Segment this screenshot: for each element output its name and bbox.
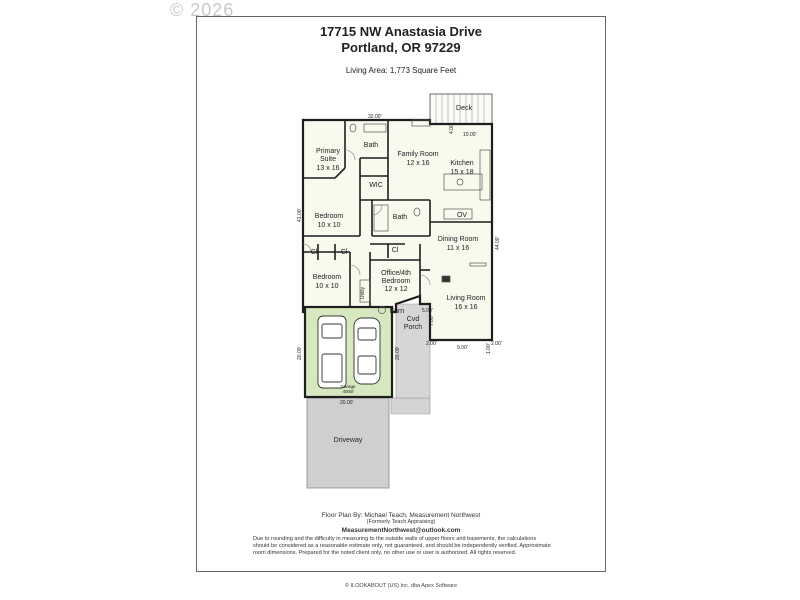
address-line-2: Portland, OR 97229: [341, 40, 461, 55]
dim-porch-a: 2.00': [426, 341, 437, 347]
bath-2-label: Bath: [393, 214, 408, 221]
utility-label: Utility: [360, 286, 366, 299]
garage-area-label: 400sf: [342, 389, 354, 394]
primary-suite-dimension: 13 x 16: [317, 165, 340, 172]
primary-suite-label-1: Primary: [316, 148, 341, 155]
dim-right-depth: 44.00': [495, 236, 501, 250]
office-label-1: Office/4th: [381, 270, 411, 277]
bedroom-3-label: Bedroom: [313, 274, 342, 281]
dim-garage-depth: 20.00': [297, 346, 303, 360]
credit-line-2: (Formerly Teach Appraising): [366, 519, 436, 525]
office-label-2: Bedroom: [382, 278, 411, 285]
living-room-dimension: 16 x 16: [455, 304, 478, 311]
cvd-porch-label-2: Porch: [404, 324, 422, 331]
kitchen-dimension: 15 x 18: [451, 169, 474, 176]
walkway-area: [390, 397, 431, 415]
credit-line-1: Floor Plan By: Michael Teach, Measuremen…: [321, 512, 481, 519]
dim-garage-depth-right: 20.00': [395, 346, 401, 360]
car-icon-sedan: [353, 317, 381, 385]
wic-label: WIC: [369, 182, 383, 189]
address-line-1: 17715 NW Anastasia Drive: [319, 24, 483, 39]
dim-deck-depth: 4.00': [449, 123, 455, 134]
furnace-symbol: [378, 306, 386, 314]
deck-label: Deck: [456, 105, 472, 112]
closet-label-3: Cl: [392, 247, 399, 254]
living-room-label: Living Room: [447, 295, 486, 302]
software-footer: © ILOOKABOUT (US) Inc. dba Apex Software: [344, 583, 458, 589]
doors: [302, 149, 431, 286]
family-room-label: Family Room: [397, 151, 438, 158]
dim-garage-width: 20.00': [340, 400, 354, 406]
dim-top-width: 32.00': [368, 114, 382, 120]
bath-1-label: Bath: [364, 142, 379, 149]
credit-email: MeasurementNorthwest@outlook.com: [341, 527, 461, 534]
walkway-strip: [395, 303, 431, 399]
cvd-porch-label-1: Cvd: [407, 316, 420, 323]
dim-step-b: 1.00': [486, 343, 492, 354]
bedroom-2-dimension: 10 x 10: [318, 222, 341, 229]
office-dimension: 12 x 12: [385, 286, 408, 293]
disclaimer: Due to rounding and the difficulty in me…: [253, 536, 551, 556]
dim-porch-b: 9.00': [457, 345, 468, 351]
living-area: Living Area: 1,773 Square Feet: [345, 66, 457, 75]
kitchen-label: Kitchen: [450, 160, 473, 167]
deck: [429, 93, 493, 125]
dim-deck-width: 10.00': [463, 132, 477, 138]
garage-label: Garage: [340, 384, 356, 389]
dim-porch-depth: 7.00': [429, 315, 435, 326]
bedroom-3-dimension: 10 x 10: [316, 283, 339, 290]
toilet-2: [413, 207, 421, 217]
oven-label: OV: [457, 212, 467, 219]
closet-label-1: Cl: [311, 249, 318, 256]
bedroom-2-label: Bedroom: [315, 213, 344, 220]
closet-label-2: Cl: [341, 249, 348, 256]
car-icon-suv: [317, 315, 347, 389]
toilet-1: [349, 123, 357, 133]
fixtures: [349, 119, 491, 314]
dining-room-label: Dining Room: [438, 236, 479, 243]
family-room-dimension: 12 x 16: [407, 160, 430, 167]
driveway-label: Driveway: [334, 437, 363, 444]
dim-porch-c: 2.00': [491, 341, 502, 347]
dining-room-dimension: 11 x 16: [447, 245, 470, 252]
dim-step-a: 5.00': [422, 308, 433, 314]
primary-suite-label-2: Suite: [320, 156, 336, 163]
furn-label: Furn: [390, 308, 405, 315]
copyright-watermark: © 2026: [170, 0, 235, 20]
dim-left-depth: 41.00': [297, 208, 303, 222]
